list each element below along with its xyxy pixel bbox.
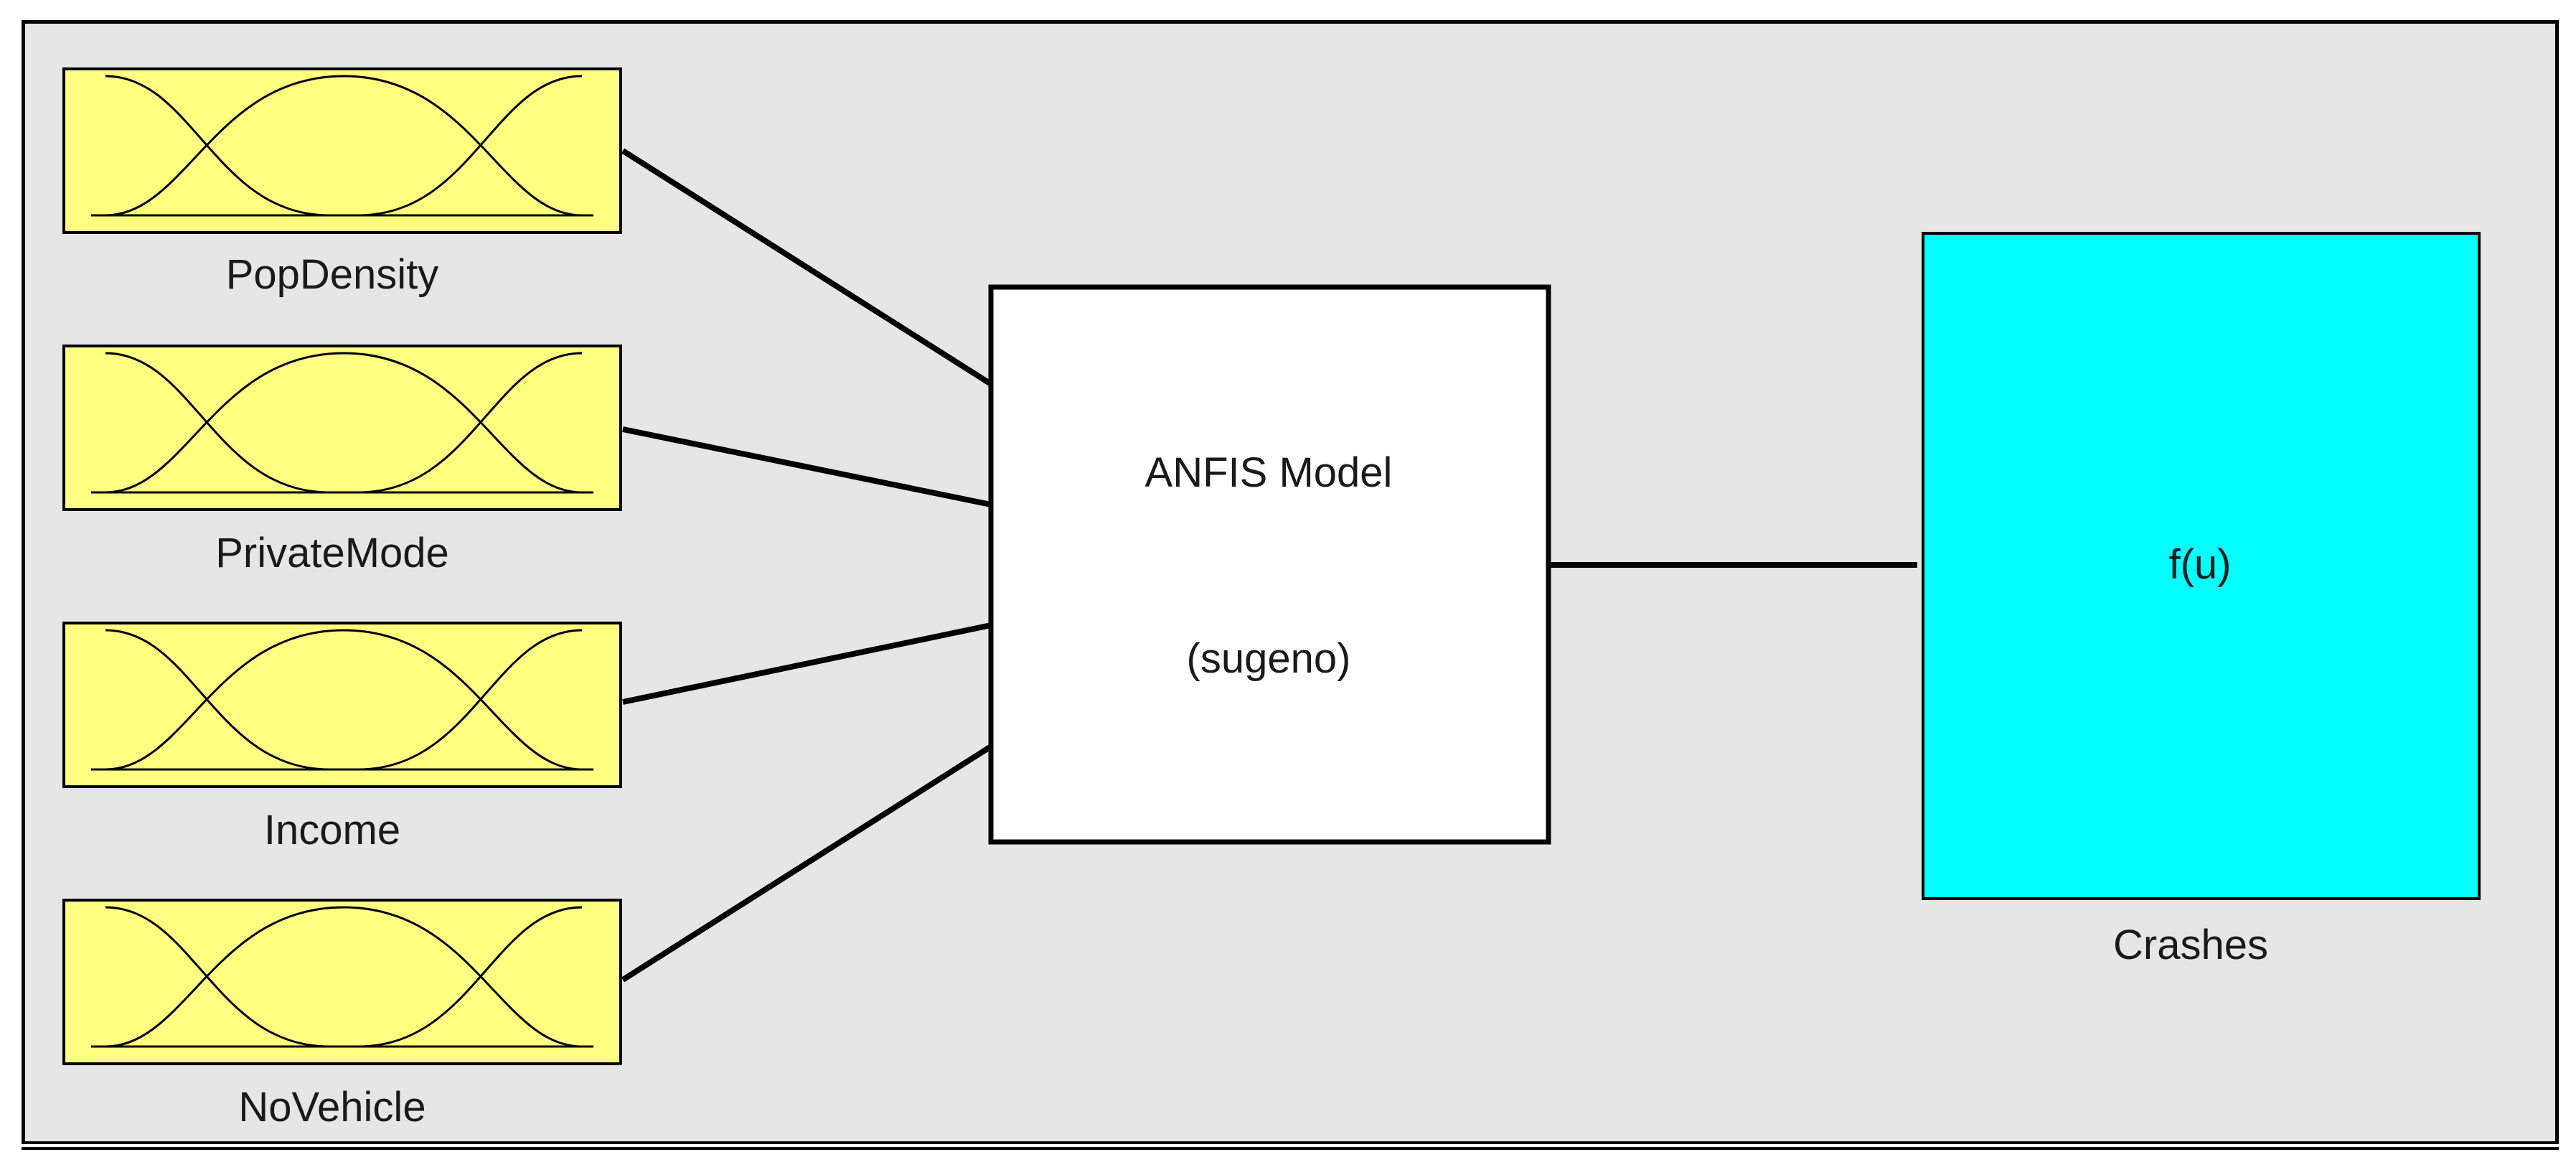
output-label: Crashes xyxy=(2113,922,2268,968)
input-label: PrivateMode xyxy=(215,530,449,576)
panel-divider xyxy=(22,1147,2559,1150)
input-box[interactable] xyxy=(62,899,622,1065)
input-block-privatemode[interactable]: PrivateMode xyxy=(62,345,622,576)
model-title: ANFIS Model xyxy=(1145,449,1393,496)
model-type: (sugeno) xyxy=(1187,635,1351,682)
input-box[interactable] xyxy=(62,622,622,788)
connector-line-privatemode xyxy=(622,426,992,507)
connector-line-novehicle xyxy=(621,744,993,983)
input-box[interactable] xyxy=(62,67,622,234)
input-label: PopDensity xyxy=(226,251,439,298)
output-block-crashes[interactable]: f(u) Crashes xyxy=(1922,232,2481,968)
connector-line-popdensity xyxy=(621,148,993,387)
input-label: NoVehicle xyxy=(238,1084,426,1131)
model-block[interactable]: ANFIS Model (sugeno) xyxy=(988,284,1551,845)
input-block-popdensity[interactable]: PopDensity xyxy=(62,67,622,298)
output-function: f(u) xyxy=(2169,541,2232,588)
membership-functions-icon xyxy=(91,629,593,771)
membership-functions-icon xyxy=(91,75,593,217)
input-label: Income xyxy=(264,807,400,853)
membership-functions-icon xyxy=(91,352,593,494)
output-box[interactable] xyxy=(1922,232,2481,900)
model-box[interactable] xyxy=(988,284,1551,845)
input-block-income[interactable]: Income xyxy=(62,622,622,853)
input-block-novehicle[interactable]: NoVehicle xyxy=(62,899,622,1131)
connector-line-income xyxy=(622,622,992,705)
input-box[interactable] xyxy=(62,345,622,511)
membership-functions-icon xyxy=(91,906,593,1048)
